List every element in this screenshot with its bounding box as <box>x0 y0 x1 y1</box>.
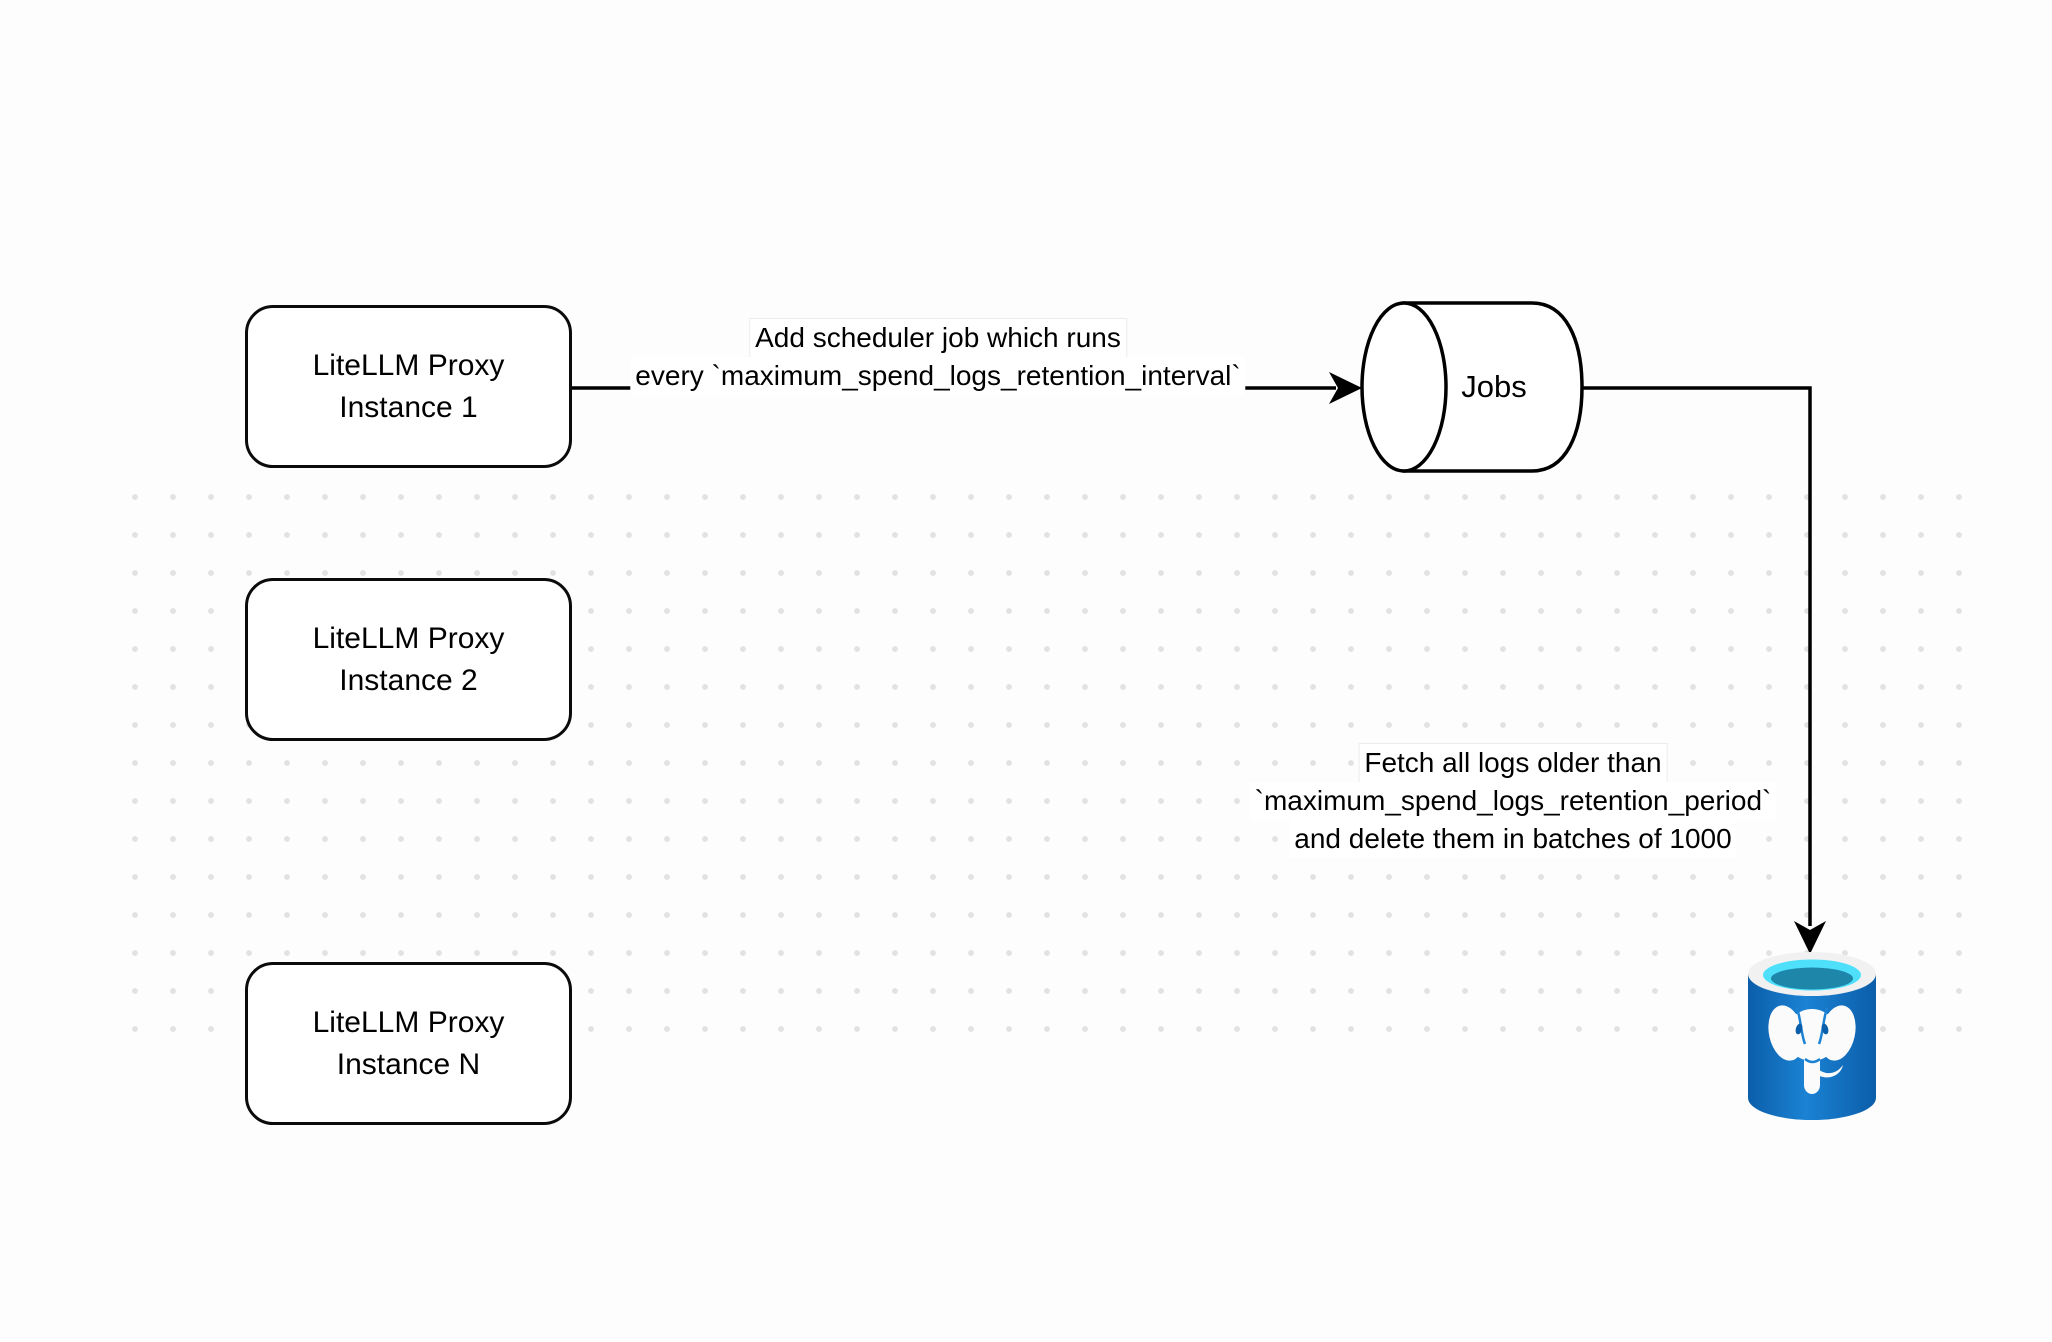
node-label-line: LiteLLM Proxy <box>312 1005 505 1039</box>
jobs-cylinder-face <box>1360 301 1448 473</box>
postgresql-database-icon[interactable] <box>1742 947 1882 1123</box>
node-litellm-proxy-1[interactable]: LiteLLM Proxy Instance 1 <box>245 305 572 468</box>
node-jobs-cylinder[interactable] <box>1358 299 1588 479</box>
node-label-line: Instance 2 <box>339 663 478 697</box>
edge-label-fetch-line1: Fetch all logs older than <box>1358 743 1668 783</box>
elephant-trunk-crease <box>1804 1057 1821 1064</box>
node-litellm-proxy-n[interactable]: LiteLLM Proxy Instance N <box>245 962 572 1125</box>
edge-label-fetch: Fetch all logs older than `maximum_spend… <box>1249 743 1777 858</box>
database-top-water-deep <box>1771 967 1853 990</box>
edge-fetch-arrowhead <box>1794 921 1826 954</box>
node-label-line: LiteLLM Proxy <box>312 621 505 655</box>
postgresql-elephant-icon <box>1768 1005 1856 1094</box>
edge-fetch-line <box>1582 386 1812 926</box>
node-label-line: Instance N <box>336 1047 481 1081</box>
node-litellm-proxy-2[interactable]: LiteLLM Proxy Instance 2 <box>245 578 572 741</box>
elephant-right-eye <box>1821 1023 1829 1035</box>
elephant-tusk <box>1815 1065 1843 1078</box>
jobs-cylinder-body <box>1402 301 1584 473</box>
edge-label-scheduler: Add scheduler job which runs every `maxi… <box>630 318 1246 395</box>
edge-label-fetch-line2: `maximum_spend_logs_retention_period` <box>1249 782 1777 820</box>
edge-label-scheduler-line1: Add scheduler job which runs <box>749 318 1127 358</box>
dot-grid-background <box>116 478 1978 1049</box>
elephant-left-eye <box>1795 1023 1803 1035</box>
edge-label-scheduler-line2: every `maximum_spend_logs_retention_inte… <box>630 357 1246 395</box>
node-jobs-label: Jobs <box>1461 369 1527 404</box>
edge-scheduler-arrowhead <box>1329 372 1362 404</box>
elephant-trunk <box>1804 1045 1820 1094</box>
node-label-line: Instance 1 <box>339 390 478 424</box>
node-label-line: LiteLLM Proxy <box>312 348 505 382</box>
edge-label-fetch-line3: and delete them in batches of 1000 <box>1289 820 1737 858</box>
